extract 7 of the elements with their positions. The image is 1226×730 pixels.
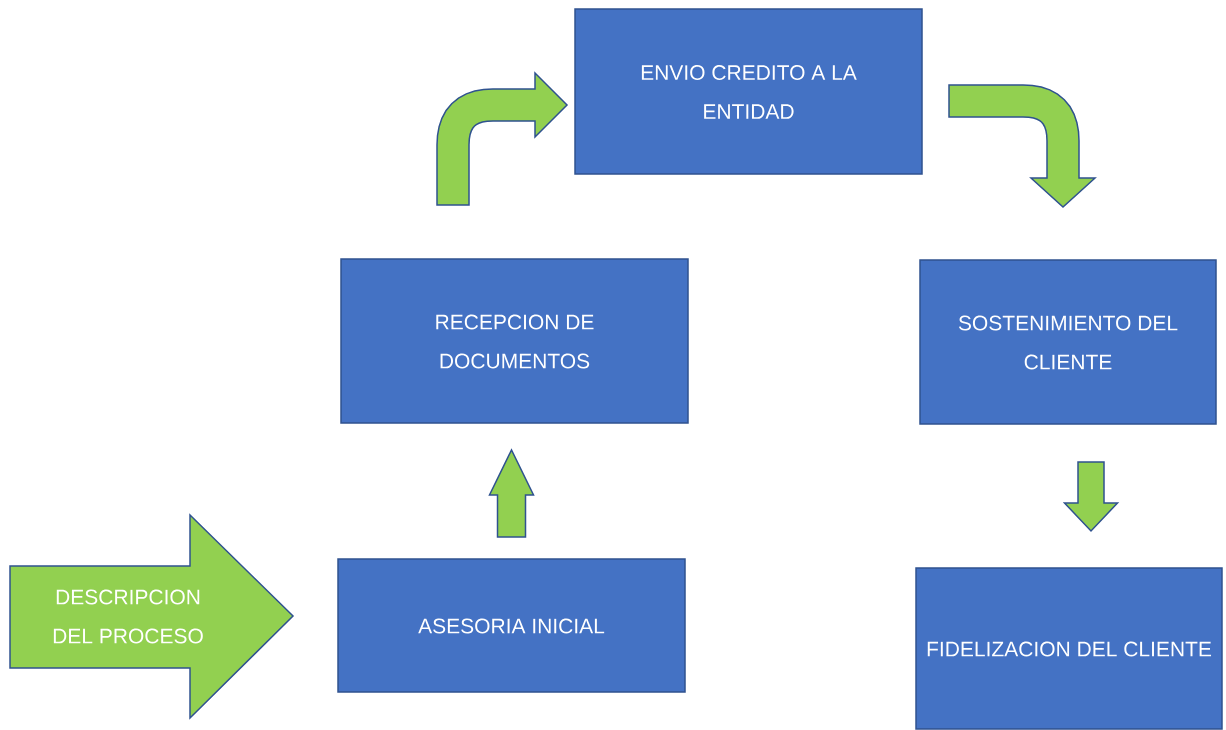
process-box: RECEPCION DE DOCUMENTOS — [340, 258, 689, 424]
process-box: FIDELIZACION DEL CLIENTE — [915, 567, 1223, 730]
process-box: SOSTENIMIENTO DEL CLIENTE — [919, 259, 1217, 425]
process-box: ASESORIA INICIAL — [337, 558, 686, 693]
block-arrow — [488, 448, 535, 538]
block-arrow — [1062, 461, 1120, 533]
process-box: ENVIO CREDITO A LA ENTIDAD — [574, 8, 923, 175]
